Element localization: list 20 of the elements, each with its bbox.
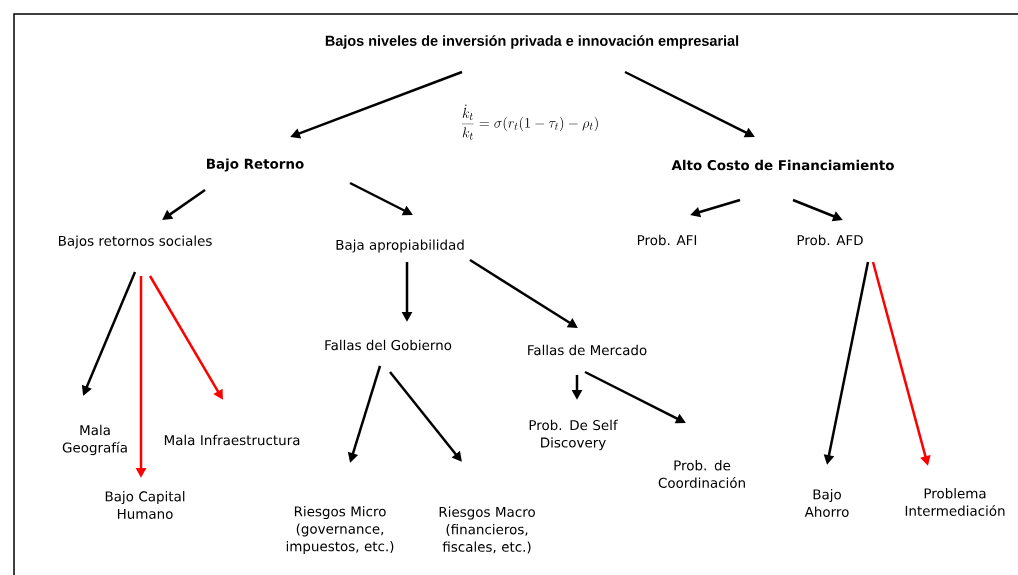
- cause-label: Prob. AFI: [637, 234, 697, 246]
- cause-label: Prob. AFD: [797, 234, 863, 246]
- cause-label: Bajos retornos sociales: [59, 235, 212, 249]
- cause-label: Mala Infraestructura: [164, 434, 300, 446]
- cause-label: Prob. de Coordinación: [658, 460, 745, 488]
- cause-label: Prob. De Self Discovery: [529, 419, 618, 451]
- cause-label: Problema Intermediación: [905, 488, 1005, 516]
- cause-label: Baja apropiabilidad: [336, 239, 464, 253]
- cause-label: Riesgos Macro (financieros, fiscales, etc.): [439, 506, 535, 554]
- arrow: [389, 371, 462, 462]
- cause-label: Fallas del Gobierno: [325, 339, 452, 351]
- cause-label: Mala Geografía: [62, 424, 127, 456]
- category-label: Bajo Retorno: [207, 158, 304, 172]
- cause-label: Bajo Ahorro: [804, 489, 849, 517]
- formula: $\frac{\dot{k}_t}{k_t}=\sigma(r_t(1-\tau_t)-\rho_t)$: [461, 104, 598, 140]
- cause-label: Fallas de Mercado: [528, 344, 647, 356]
- cause-label: Riesgos Micro (governance, impuestos, etc.): [286, 506, 394, 554]
- category-label: Alto Costo de Financiamiento: [671, 159, 894, 171]
- cause-label: Bajo Capital Humano: [105, 491, 185, 519]
- heading-text: Bajos niveles de inversión privada e innovación empresarial: [325, 35, 739, 49]
